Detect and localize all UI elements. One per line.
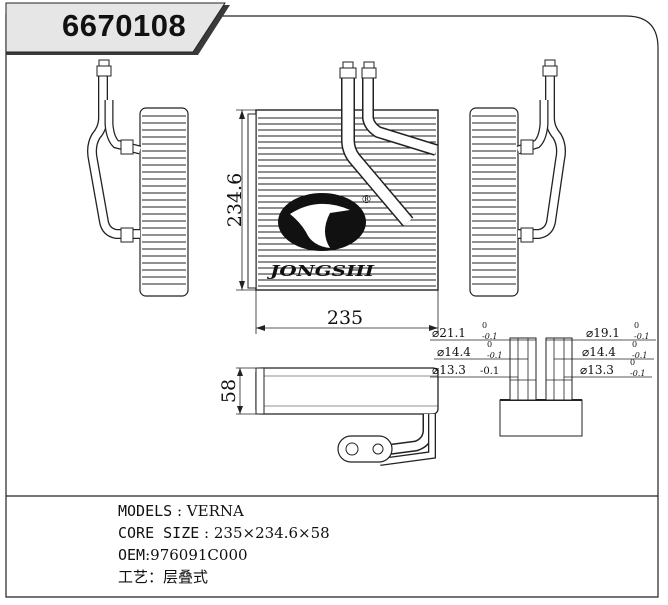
core-size-value: 235×234.6×58 (213, 524, 330, 542)
fitting-detail: ⌀21.1 0 -0.1 ⌀14.4 0 -0.1 ⌀13.3 -0.1 ⌀19… (430, 321, 656, 437)
tolerance-upper-5: 0 (630, 358, 635, 367)
spec-process-row: 工艺：层叠式 (118, 568, 209, 586)
tolerance-lower-1: -0.1 (482, 332, 497, 341)
process-value: 层叠式 (163, 568, 209, 586)
height-dimension: 234.6 (224, 173, 246, 227)
spec-block: MODELS : VERNA CORE SIZE : 235×234.6×58 … (118, 500, 330, 588)
fitting-right-tube-diameter: ⌀13.3 (580, 363, 614, 377)
title-tab (5, 2, 226, 53)
oem-value: 976091C000 (150, 546, 248, 564)
tolerance-lower-5: -0.1 (630, 369, 645, 378)
svg-text:⌀21.1: ⌀21.1 (432, 326, 466, 340)
right-side-view (469, 59, 566, 297)
brand-logo-text: JONGSHI (266, 262, 375, 280)
left-side-view (87, 59, 189, 297)
process-label: 工艺 (118, 568, 149, 586)
fitting-left-tube-diameter: ⌀13.3 (432, 363, 466, 377)
tolerance-upper-2: 0 (487, 340, 492, 349)
fitting-right-inner-diameter: ⌀14.4 (582, 345, 616, 359)
tolerance-lower-3: -0.1 (634, 332, 649, 341)
top-view: 58 (218, 367, 439, 466)
fitting-left-inner-diameter: ⌀14.4 (437, 345, 471, 359)
models-value: VERNA (186, 502, 244, 520)
tolerance-lower-4: -0.1 (632, 351, 647, 360)
spec-core-row: CORE SIZE : 235×234.6×58 (118, 524, 330, 542)
spec-oem-row: OEM:976091C000 (118, 546, 248, 564)
tolerance-upper-3: 0 (634, 321, 639, 330)
registered-mark: ® (361, 193, 372, 206)
oem-label: OEM (118, 546, 146, 564)
tolerance-upper-1: 0 (482, 321, 487, 330)
fitting-left-outer-diameter: ⌀21.1 (432, 326, 466, 340)
part-number-title: 6670108 (62, 8, 187, 43)
tolerance-upper-4: 0 (632, 340, 637, 349)
frame-border (5, 14, 659, 598)
front-view: ® JONGSHI 234.6 235 (224, 61, 439, 334)
tolerance-plain-left: -0.1 (480, 366, 499, 377)
models-label: MODELS (118, 502, 173, 520)
depth-dimension: 58 (218, 379, 240, 403)
tolerance-lower-2: -0.1 (487, 351, 502, 360)
core-size-label: CORE SIZE (118, 524, 200, 542)
spec-models-row: MODELS : VERNA (118, 502, 244, 520)
fitting-right-outer-diameter: ⌀19.1 (586, 326, 620, 340)
width-dimension: 235 (327, 307, 363, 329)
